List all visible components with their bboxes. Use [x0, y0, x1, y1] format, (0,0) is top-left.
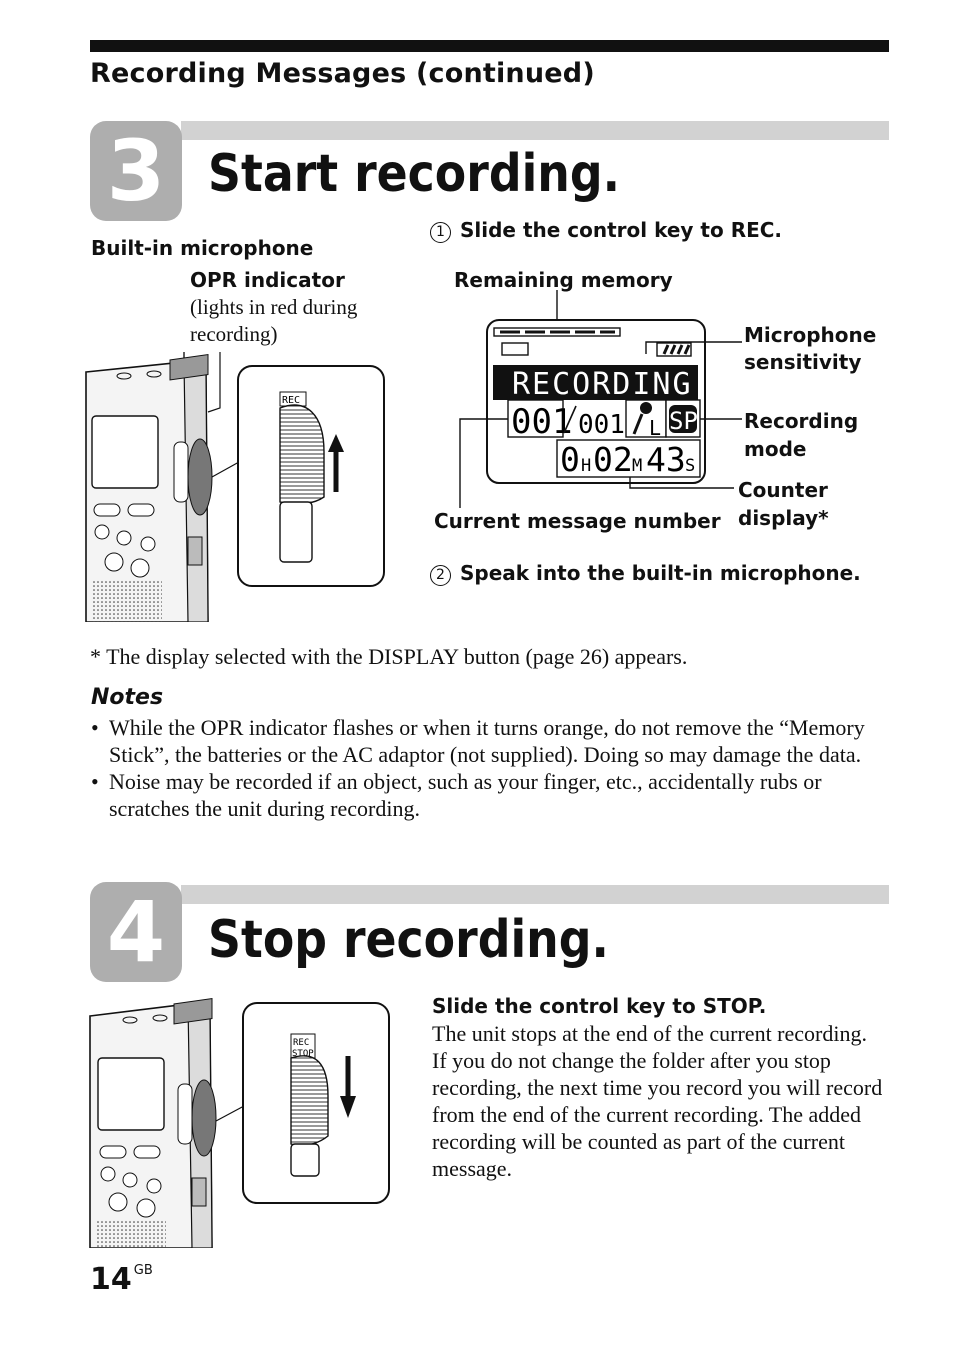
- note-item: While the OPR indicator flashes or when …: [91, 714, 891, 768]
- switch-rec-label: REC: [293, 1038, 309, 1048]
- recorder-body: [89, 998, 217, 1248]
- page-number-suffix: GB: [133, 1263, 153, 1278]
- switch-rec-label: REC: [282, 395, 300, 406]
- counter-box: [556, 439, 701, 478]
- lcd-total-messages: 001: [578, 410, 625, 440]
- instruction-2-number: 2: [430, 565, 451, 586]
- instruction-1-text: Slide the control key to REC.: [460, 218, 783, 242]
- step-3-number: 3: [90, 121, 182, 221]
- recorder-screen: [91, 415, 159, 489]
- builtin-mic-label: Built-in microphone: [91, 236, 314, 260]
- instruction-1-number: 1: [430, 222, 451, 243]
- recorder-rec-illustration: REC: [85, 352, 385, 622]
- lcd-display-diagram: RECORDING 001 001 L SP 0 H 02 M 43 S: [459, 290, 742, 508]
- lcd-counter-s: 43: [646, 440, 686, 479]
- step-3-heading: Start recording.: [208, 144, 620, 204]
- mic-sensitivity-label: Microphone sensitivity: [744, 323, 877, 374]
- lcd-status-text: RECORDING: [512, 367, 693, 402]
- switch-stop-label: STOP: [292, 1049, 314, 1059]
- lcd-status-band: [493, 365, 698, 400]
- current-message-label: Current message number: [434, 509, 721, 533]
- lcd-mic-sensitivity: L: [649, 416, 661, 440]
- section-title: Recording Messages (continued): [90, 58, 595, 89]
- current-message-leader: [459, 418, 508, 508]
- lcd-counter-m: 02: [593, 440, 633, 479]
- instruction-2-text: Speak into the built-in microphone.: [460, 561, 861, 585]
- remaining-memory-label: Remaining memory: [454, 268, 673, 292]
- opr-indicator-note: (lights in red during recording): [190, 295, 358, 346]
- notes-title: Notes: [91, 685, 164, 710]
- recorder-screen: [97, 1057, 165, 1131]
- note-item: Noise may be recorded if an object, such…: [91, 768, 891, 822]
- control-key: [279, 404, 325, 506]
- opr-leader: [207, 352, 221, 413]
- stop-instruction: Slide the control key to STOP.: [432, 994, 767, 1018]
- recorder-body: [85, 354, 213, 622]
- page-number-value: 14: [90, 1262, 132, 1297]
- step-4-bar: [181, 885, 889, 904]
- memory-stick-icon: [501, 342, 529, 356]
- stop-description: The unit stops at the end of the current…: [432, 1021, 883, 1181]
- counter-leader: [629, 477, 734, 489]
- recording-mode-label: Recording mode: [744, 409, 859, 461]
- notes-list: While the OPR indicator flashes or when …: [91, 714, 891, 822]
- lcd-counter-h-unit: H: [581, 456, 591, 476]
- instruction-2: 2 Speak into the built-in microphone.: [430, 561, 861, 586]
- step-3-bar: [181, 121, 889, 140]
- footnote: * The display selected with the DISPLAY …: [90, 644, 688, 669]
- lcd-current-message: 001: [511, 402, 572, 442]
- recorder-stop-illustration: REC STOP: [89, 998, 390, 1248]
- top-rule: [90, 40, 889, 52]
- step-4-heading: Stop recording.: [208, 910, 609, 970]
- control-key: [290, 1055, 329, 1147]
- lcd-mode: SP: [669, 407, 698, 435]
- lcd-counter-m-unit: M: [632, 456, 642, 476]
- opr-indicator-label: OPR indicator: [190, 268, 345, 292]
- step-4-number: 4: [90, 882, 182, 982]
- microphone-icon: [632, 413, 644, 435]
- instruction-1: 1 Slide the control key to REC.: [430, 218, 782, 243]
- counter-display-label: Counter display*: [738, 478, 829, 530]
- mic-sensitivity-leader: [645, 341, 742, 354]
- lcd-counter-s-unit: S: [685, 456, 695, 476]
- lcd-counter-h: 0: [560, 440, 580, 479]
